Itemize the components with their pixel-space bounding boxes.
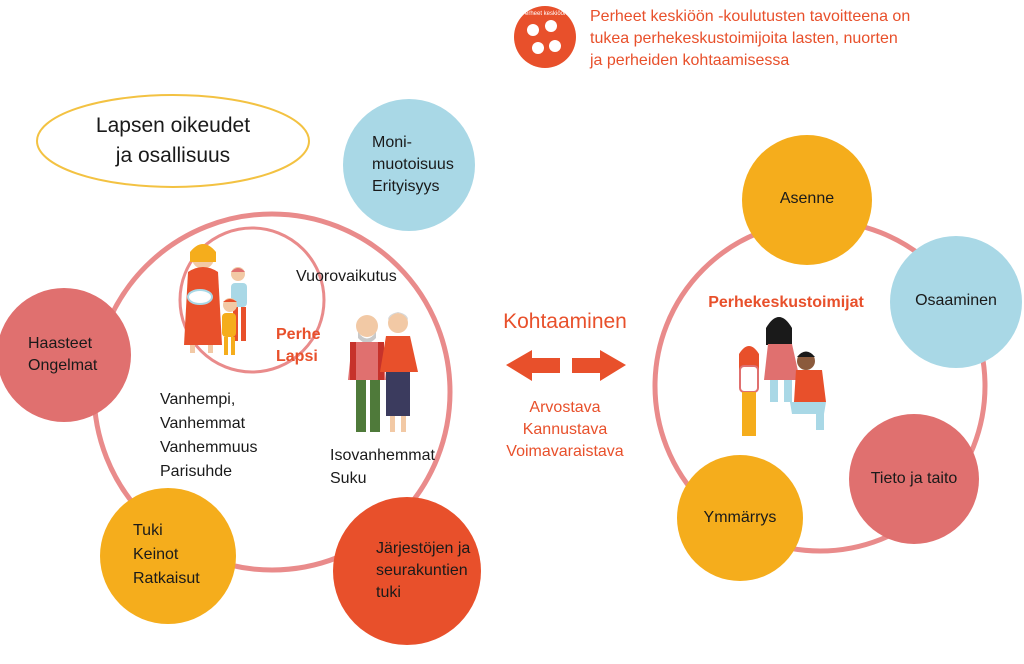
title-ellipse <box>36 94 310 188</box>
parents-label: Vanhempi, Vanhemmat Vanhemmuus Parisuhde <box>160 391 258 480</box>
circle-understanding <box>677 455 803 581</box>
challenges-label: Haasteet Ongelmat <box>28 335 98 374</box>
family-illustration <box>184 244 247 355</box>
double-arrow-icon <box>506 350 626 381</box>
circle-knowledge <box>849 414 979 544</box>
circle-challenges <box>0 288 131 422</box>
circle-organizations <box>333 497 481 645</box>
understanding-label: Ymmärrys <box>703 509 777 526</box>
grandparents-illustration <box>348 312 418 432</box>
professionals-illustration <box>739 317 826 436</box>
header-description: Perheet keskiöön -koulutusten tavoitteen… <box>590 8 911 69</box>
interaction-label: Vuorovaikutus <box>296 268 397 285</box>
encounter-title: Kohtaaminen <box>503 310 627 333</box>
circle-support <box>100 488 236 624</box>
circle-attitude <box>742 135 872 265</box>
encounter-qualities: Arvostava Kannustava Voimavaraistava <box>506 399 624 460</box>
support-label: Tuki Keinot Ratkaisut <box>133 522 200 587</box>
circle-diversity <box>343 99 475 231</box>
grandparents-label: Isovanhemmat Suku <box>330 447 435 487</box>
expertise-label: Osaaminen <box>915 292 997 309</box>
family-child-label: Perhe Lapsi <box>276 326 321 365</box>
professionals-label: Perhekeskustoimijat <box>708 294 864 311</box>
attitude-label: Asenne <box>779 190 835 207</box>
knowledge-label: Tieto ja taito <box>870 470 958 487</box>
circle-expertise <box>890 236 1022 368</box>
title-ellipse-text: Lapsen oikeudet ja osallisuus <box>95 114 251 167</box>
organizations-label: Järjestöjen ja seurakuntien tuki <box>376 540 471 601</box>
family-inner-circle <box>178 226 326 374</box>
logo <box>514 6 576 68</box>
diversity-label: Moni- muotoisuus Erityisyys <box>372 134 454 195</box>
logo-text: Perheet keskiöön! <box>520 11 570 17</box>
